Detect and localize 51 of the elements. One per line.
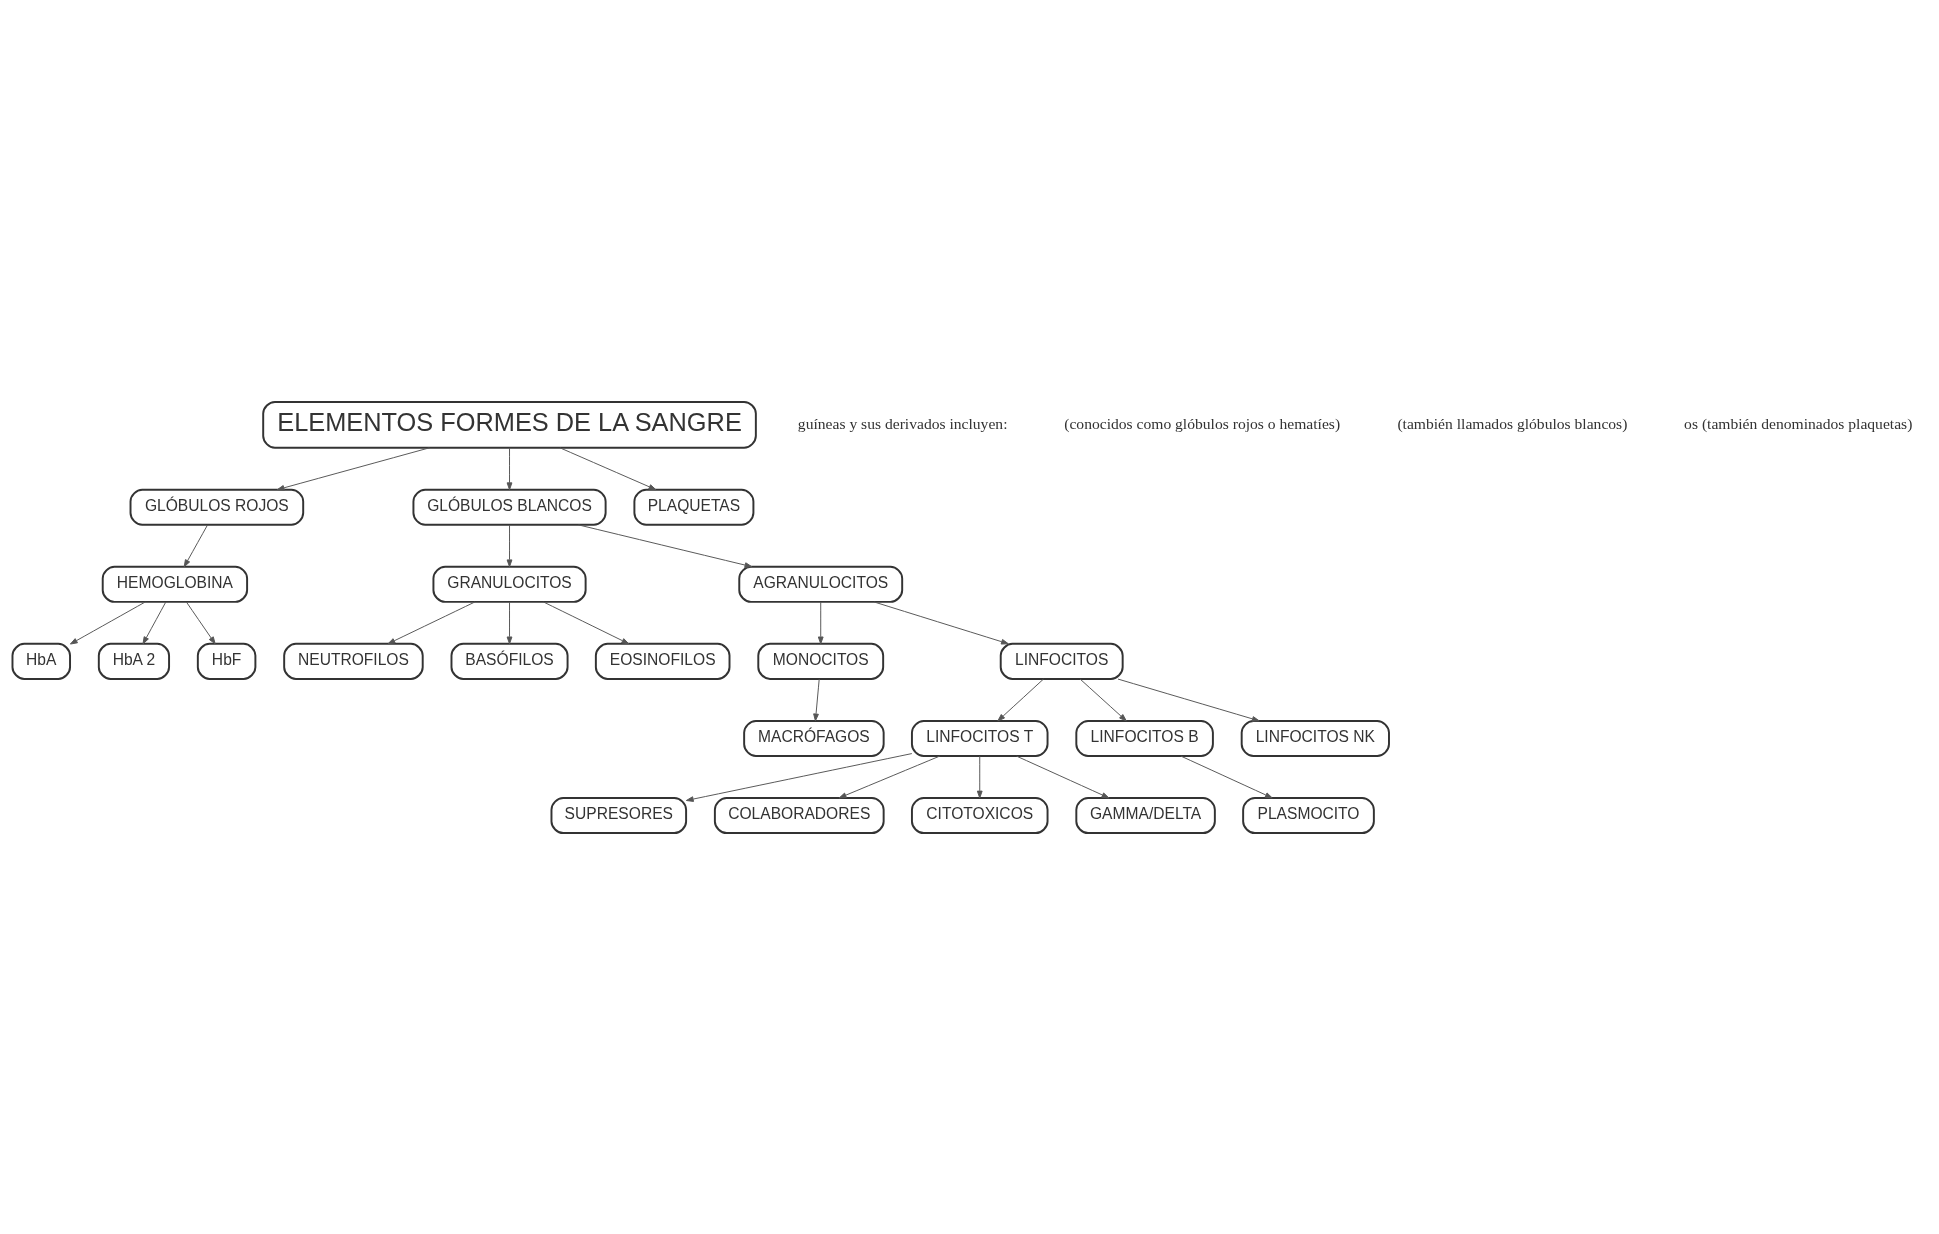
node-box: HbF xyxy=(196,642,257,680)
node-box: AGRANULOCITOS xyxy=(738,565,904,603)
node-box: PLAQUETAS xyxy=(633,488,755,526)
node-box: CITOTOXICOS xyxy=(910,796,1049,834)
arrow xyxy=(276,446,431,491)
node-box: EOSINOFILOS xyxy=(594,642,731,680)
arrow xyxy=(817,601,824,644)
arrow xyxy=(185,601,216,644)
arrow xyxy=(543,601,630,644)
arrow xyxy=(387,601,476,644)
label: (también llamados glóbulos blancos) xyxy=(1397,414,1628,432)
arrow xyxy=(813,678,820,721)
arrow xyxy=(1117,678,1260,722)
arrow xyxy=(685,752,913,802)
node-box: LINFOCITOS T xyxy=(910,719,1049,757)
node-box: LINFOCITOS B xyxy=(1075,719,1214,757)
node-box: GLÓBULOS ROJOS xyxy=(129,488,305,526)
node-box: HEMOGLOBINA xyxy=(101,565,249,603)
arrow xyxy=(1016,755,1110,798)
arrow xyxy=(559,446,657,490)
arrow xyxy=(997,678,1044,721)
arrow xyxy=(506,446,513,490)
node-box: COLABORADORES xyxy=(713,796,885,834)
node-box: ELEMENTOS FORMES DE LA SANGRE xyxy=(262,400,757,449)
arrow xyxy=(183,523,209,567)
node-box: LINFOCITOS NK xyxy=(1240,719,1390,757)
node-box: NEUTROFILOS xyxy=(283,642,424,680)
node-box: PLASMOCITO xyxy=(1242,796,1375,834)
node-box: LINFOCITOS xyxy=(999,642,1124,680)
node-box: HbA 2 xyxy=(97,642,171,680)
node-box: SUPRESORES xyxy=(550,796,688,834)
node-box: GLÓBULOS BLANCOS xyxy=(412,488,607,526)
node-box: GAMMA/DELTA xyxy=(1075,796,1216,834)
node-box: GRANULOCITOS xyxy=(432,565,587,603)
node-box: MACRÓFAGOS xyxy=(743,719,885,757)
arrow xyxy=(506,523,513,567)
arrow xyxy=(69,601,146,645)
label: guíneas y sus derivados incluyen: xyxy=(797,414,1008,432)
arrow xyxy=(873,601,1009,645)
arrow xyxy=(976,755,983,798)
arrow xyxy=(506,601,513,644)
label: os (también denominados plaquetas) xyxy=(1684,414,1913,432)
node-box: BASÓFILOS xyxy=(450,642,569,680)
arrow xyxy=(1180,755,1273,798)
label: (conocidos como glóbulos rojos o hematíes) xyxy=(1064,414,1341,432)
arrow xyxy=(1079,678,1127,721)
node-box: HbA xyxy=(11,642,71,680)
arrow xyxy=(838,755,941,798)
arrow xyxy=(578,523,753,568)
arrow xyxy=(142,601,167,644)
node-box: MONOCITOS xyxy=(757,642,885,680)
